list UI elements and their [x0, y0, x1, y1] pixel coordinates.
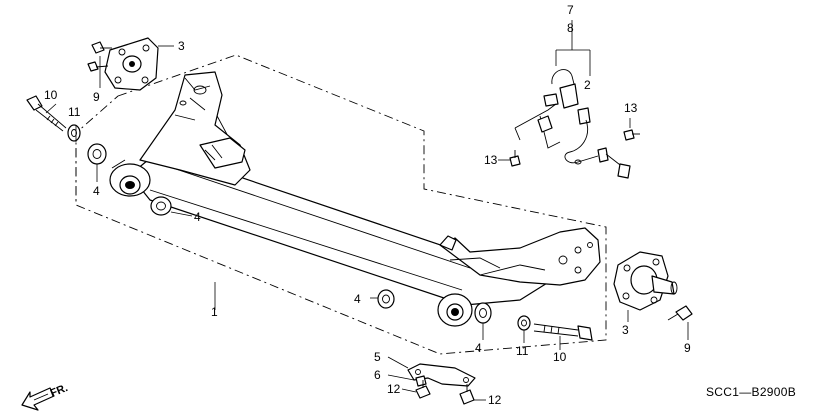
callout-4-right-outer: 4 — [354, 292, 361, 306]
washer-left-inner — [150, 196, 172, 216]
abs-sensor-harness — [514, 69, 631, 179]
nut-right — [517, 315, 531, 331]
callout-6: 6 — [374, 368, 381, 382]
flange-bolt-right — [667, 305, 693, 321]
clip-6 — [415, 375, 427, 387]
callout-8: 8 — [567, 21, 574, 35]
callout-9-right: 9 — [684, 341, 691, 355]
callout-3-right: 3 — [622, 323, 629, 337]
callout-5: 5 — [374, 350, 381, 364]
long-bolt-right — [533, 323, 593, 341]
hub-bearing-left — [104, 37, 159, 91]
washer-right-outer — [377, 289, 395, 309]
callout-4-right-inner: 4 — [475, 341, 482, 355]
leader-lines — [45, 20, 689, 401]
callout-13-right: 13 — [624, 101, 638, 115]
front-direction-arrow: FR. — [21, 382, 70, 411]
callout-4-left-inner: 4 — [194, 210, 201, 224]
washer-right-inner — [474, 302, 492, 324]
callout-12-left: 12 — [387, 382, 401, 396]
callout-12-right: 12 — [488, 393, 502, 407]
sensor-bolt-13-right — [623, 129, 640, 141]
callout-10-right: 10 — [553, 350, 567, 364]
callout-1-beam: 1 — [211, 305, 218, 319]
assembly-boundary-dash — [75, 54, 607, 355]
long-bolt-left — [26, 95, 67, 132]
front-arrow-label: FR. — [49, 382, 70, 400]
callout-13-left: 13 — [484, 153, 498, 167]
callout-4-left-outer: 4 — [93, 184, 100, 198]
hub-bearing-right — [613, 251, 678, 311]
flange-bolt-lower — [87, 61, 109, 72]
nut-left — [67, 124, 81, 142]
callouts: 3 9 10 11 4 4 1 4 4 11 10 3 9 7 8 2 13 1… — [44, 3, 691, 407]
sensor-bolt-13-left — [509, 150, 521, 167]
callout-11-right: 11 — [516, 344, 529, 358]
diagram-code: SCC1—B2900B — [706, 385, 796, 399]
callout-7: 7 — [567, 3, 574, 17]
washer-left-outer — [87, 143, 107, 165]
callout-3-upper: 3 — [178, 39, 185, 53]
rear-axle-beam — [109, 71, 601, 327]
callout-11-left: 11 — [68, 105, 81, 119]
flange-bolt-upper — [91, 41, 112, 54]
callout-2: 2 — [584, 78, 591, 92]
bolt-12-right — [459, 384, 475, 405]
bolt-12-left — [415, 380, 431, 399]
callout-9-upper: 9 — [93, 90, 100, 104]
callout-10-left: 10 — [44, 88, 58, 102]
